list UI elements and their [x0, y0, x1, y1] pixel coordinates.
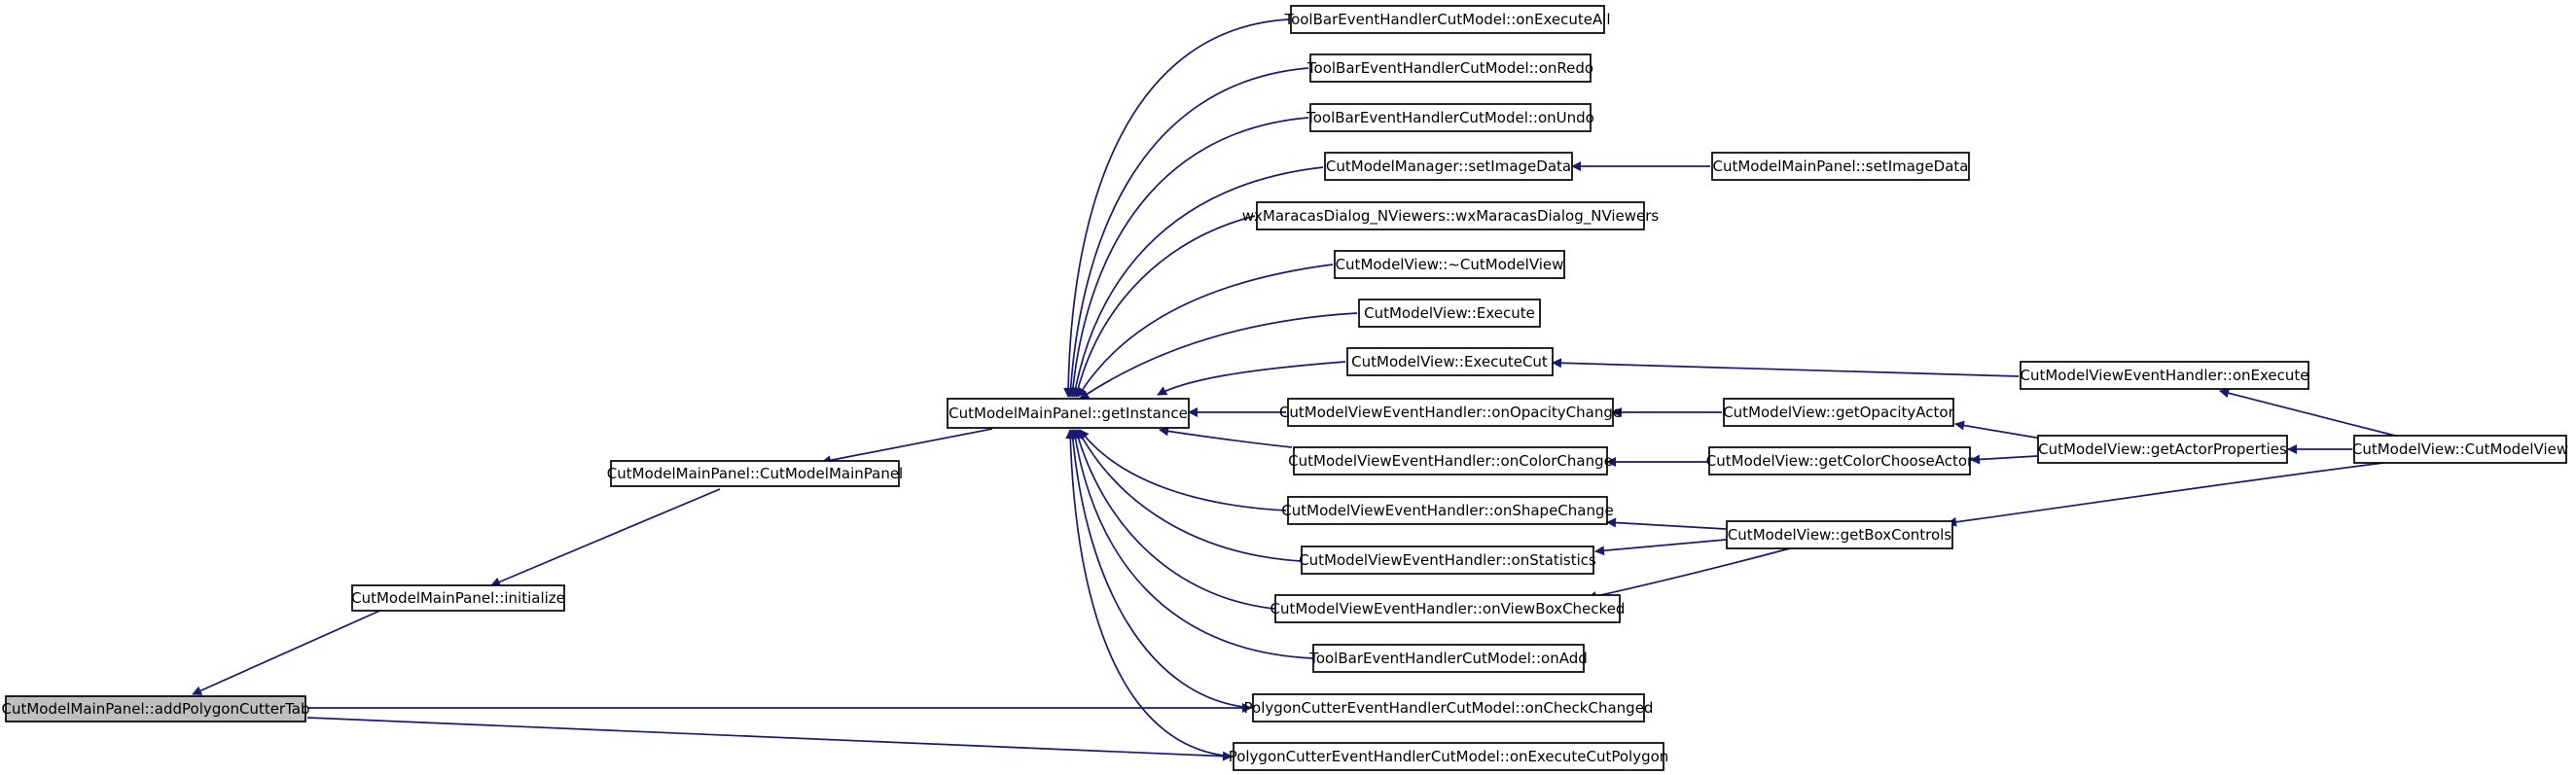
node-label: CutModelMainPanel::setImageData — [1713, 158, 1969, 175]
node-label: ToolBarEventHandlerCutModel::onExecuteAl… — [1283, 11, 1610, 28]
node-label: CutModelMainPanel::getInstance — [948, 405, 1188, 422]
node-label: ToolBarEventHandlerCutModel::onAdd — [1308, 650, 1588, 667]
edge-vehColor-to-getInstance — [1159, 426, 1293, 448]
node-label: CutModelView::~CutModelView — [1336, 256, 1564, 273]
node-label: CutModelMainPanel::initialize — [351, 589, 565, 607]
node-tbAdd[interactable]: ToolBarEventHandlerCutModel::onAdd — [1308, 644, 1588, 673]
node-pcCheck[interactable]: PolygonCutterEventHandlerCutModel::onChe… — [1244, 693, 1654, 722]
node-initialize[interactable]: CutModelMainPanel::initialize — [351, 584, 565, 612]
node-label: CutModelViewEventHandler::onShapeChange — [1281, 502, 1613, 519]
edge-pcCheck-to-getInstance — [1067, 429, 1254, 709]
node-wxMaracas[interactable]: wxMaracasDialog_NViewers::wxMaracasDialo… — [1242, 201, 1660, 230]
edge-vehViewBox-to-getInstance — [1073, 429, 1275, 610]
nodes: CutModelMainPanel::addPolygonCutterTab C… — [2, 5, 2568, 771]
node-tbUndo[interactable]: ToolBarEventHandlerCutModel::onUndo — [1306, 103, 1594, 132]
node-vehStatistics[interactable]: CutModelViewEventHandler::onStatistics — [1299, 546, 1596, 575]
node-viewCtor[interactable]: CutModelView::CutModelView — [2352, 435, 2568, 464]
edge-viewCtor-to-getBoxControls — [1947, 462, 2384, 527]
node-label: ToolBarEventHandlerCutModel::onRedo — [1306, 59, 1593, 77]
edge-tbExecuteAll-to-getInstance — [1063, 18, 1290, 398]
node-label: CutModelViewEventHandler::onViewBoxCheck… — [1270, 600, 1626, 617]
node-pcExecute[interactable]: PolygonCutterEventHandlerCutModel::onExe… — [1229, 742, 1669, 771]
edge-tbRedo-to-getInstance — [1065, 67, 1309, 398]
edges — [192, 18, 2404, 761]
node-label: CutModelManager::setImageData — [1326, 158, 1571, 175]
node-label: CutModelView::getActorProperties — [2038, 440, 2287, 458]
node-label: PolygonCutterEventHandlerCutModel::onExe… — [1229, 748, 1669, 765]
edge-wxMaracas-to-getInstance — [1073, 215, 1256, 398]
edge-addPolygonCutterTab-to-pcExecute — [306, 717, 1233, 761]
edge-getActorProperties-to-getOpacityActor — [1954, 420, 2049, 440]
node-getInstance[interactable]: CutModelMainPanel::getInstance — [947, 398, 1190, 429]
edge-viewExecute-to-getInstance — [1079, 312, 1358, 400]
node-label: CutModelMainPanel::CutModelMainPanel — [607, 465, 903, 482]
node-viewDtor[interactable]: CutModelView::~CutModelView — [1334, 250, 1565, 279]
node-label: CutModelMainPanel::addPolygonCutterTab — [2, 700, 310, 718]
node-label: ToolBarEventHandlerCutModel::onUndo — [1306, 109, 1594, 126]
node-label: wxMaracasDialog_NViewers::wxMaracasDialo… — [1242, 207, 1660, 226]
edge-ctor-to-initialize — [490, 488, 721, 587]
edge-viewCtor-to-vehOnExecute — [2219, 388, 2404, 439]
edge-getBoxControls-to-vehShape — [1606, 517, 1727, 530]
node-mgrSetImageData[interactable]: CutModelManager::setImageData — [1324, 152, 1573, 181]
node-getOpacityActor[interactable]: CutModelView::getOpacityActor — [1723, 398, 1955, 427]
node-label: CutModelViewEventHandler::onExecute — [2020, 367, 2308, 384]
edge-vehShape-to-getInstance — [1079, 429, 1287, 511]
node-vehOpacity[interactable]: CutModelViewEventHandler::onOpacityChang… — [1279, 398, 1622, 427]
edge-viewDtor-to-getInstance — [1077, 264, 1334, 398]
node-label: CutModelView::Execute — [1364, 304, 1535, 322]
edge-getInstance-to-ctor — [821, 428, 993, 466]
edge-vehStatistics-to-getInstance — [1077, 429, 1302, 562]
node-vehColor[interactable]: CutModelViewEventHandler::onColorChange — [1288, 446, 1613, 476]
edge-vehOnExecute-to-viewExecuteCut — [1552, 358, 2020, 377]
node-vehOnExecute[interactable]: CutModelViewEventHandler::onExecute — [2020, 361, 2309, 390]
node-getBoxControls[interactable]: CutModelView::getBoxControls — [1726, 520, 1953, 549]
node-label: CutModelViewEventHandler::onOpacityChang… — [1279, 404, 1622, 421]
node-label: PolygonCutterEventHandlerCutModel::onChe… — [1244, 699, 1654, 717]
node-tbRedo[interactable]: ToolBarEventHandlerCutModel::onRedo — [1306, 53, 1593, 83]
node-label: CutModelViewEventHandler::onColorChange — [1288, 452, 1613, 470]
edge-initialize-to-addPolygonCutterTab — [192, 608, 385, 695]
node-label: CutModelView::ExecuteCut — [1351, 353, 1548, 370]
edge-tbAdd-to-getInstance — [1070, 429, 1314, 659]
node-tbExecuteAll[interactable]: ToolBarEventHandlerCutModel::onExecuteAl… — [1283, 5, 1611, 34]
node-label: CutModelViewEventHandler::onStatistics — [1299, 551, 1596, 569]
edge-mgrSetImageData-to-getInstance — [1070, 166, 1324, 398]
node-label: CutModelView::getBoxControls — [1728, 526, 1952, 544]
node-getActorProperties[interactable]: CutModelView::getActorProperties — [2037, 435, 2288, 464]
edge-getBoxControls-to-vehStatistics — [1594, 539, 1727, 556]
node-ctor[interactable]: CutModelMainPanel::CutModelMainPanel — [607, 460, 903, 487]
edge-pcExecute-to-getInstance — [1065, 429, 1234, 757]
edge-viewExecuteCut-to-getInstance — [1157, 361, 1346, 396]
edge-getBoxControls-to-vehViewBox — [1587, 547, 1791, 601]
node-label: CutModelView::CutModelView — [2352, 440, 2568, 458]
node-label: CutModelView::getColorChooseActor — [1706, 452, 1974, 470]
node-getColorChooseActor[interactable]: CutModelView::getColorChooseActor — [1706, 446, 1974, 476]
edge-getActorProperties-to-getColorChooseActor — [1970, 454, 2038, 465]
node-addPolygonCutterTab[interactable]: CutModelMainPanel::addPolygonCutterTab — [2, 695, 310, 722]
node-vehViewBox[interactable]: CutModelViewEventHandler::onViewBoxCheck… — [1270, 594, 1626, 623]
node-viewExecute[interactable]: CutModelView::Execute — [1358, 299, 1541, 328]
edge-tbUndo-to-getInstance — [1067, 117, 1309, 398]
node-panelSetImageData[interactable]: CutModelMainPanel::setImageData — [1711, 152, 1970, 181]
node-label: CutModelView::getOpacityActor — [1723, 404, 1954, 421]
node-viewExecuteCut[interactable]: CutModelView::ExecuteCut — [1346, 347, 1554, 376]
node-vehShape[interactable]: CutModelViewEventHandler::onShapeChange — [1281, 496, 1614, 525]
